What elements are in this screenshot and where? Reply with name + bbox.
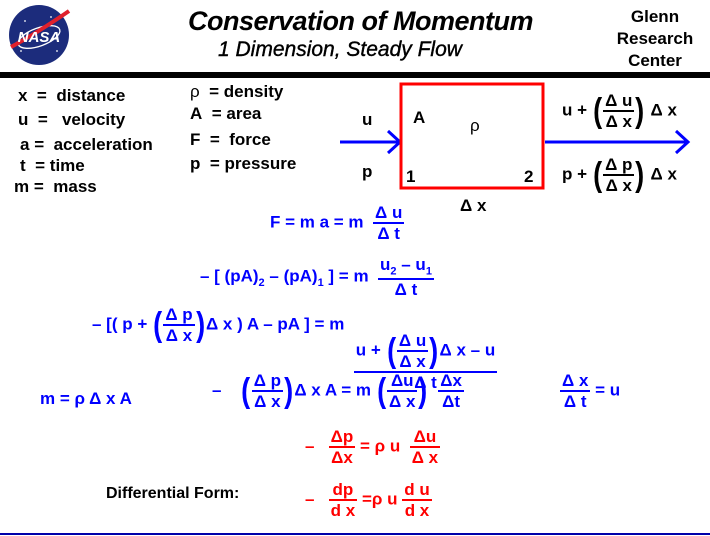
page-subtitle: 1 Dimension, Steady Flow	[218, 38, 462, 61]
header-divider	[0, 72, 710, 78]
legend-item-t: t = time	[20, 156, 85, 175]
legend-item-m: m = mass	[14, 177, 97, 196]
org-line-3: Center	[628, 51, 682, 70]
nasa-logo: NASA	[7, 3, 71, 67]
outflow-arrowhead-icon	[674, 129, 691, 155]
box-length-label: Δ x	[460, 196, 487, 215]
legend-item-F: F = force	[190, 130, 271, 149]
inflow-velocity: u	[362, 110, 373, 129]
legend-item-p: p = pressure	[190, 154, 297, 173]
footer-divider	[0, 533, 710, 535]
box-density-label: ρ	[470, 116, 480, 135]
equation-mass: m = ρ Δ x A	[40, 389, 132, 408]
control-volume-box	[399, 82, 545, 190]
legend-item-A: A = area	[190, 104, 262, 123]
org-line-1: Glenn	[630, 7, 680, 26]
inflow-pressure: p	[362, 162, 373, 181]
box-area-label: A	[413, 108, 426, 127]
legend-item-a: a = acceleration	[20, 135, 153, 154]
nasa-meatball-icon: NASA	[9, 5, 71, 65]
org-name: Glenn Research Center	[612, 6, 698, 72]
station-2-label: 2	[524, 167, 534, 186]
legend-item-x: x = distance	[18, 86, 126, 105]
org-line-2: Research	[616, 29, 694, 48]
svg-text:NASA: NASA	[18, 29, 61, 46]
page-title: Conservation of Momentum	[188, 6, 534, 36]
station-1-label: 1	[406, 167, 416, 186]
legend-item-u: u = velocity	[18, 110, 126, 129]
differential-form-label: Differential Form:	[106, 485, 240, 502]
legend-item-rho: ρ = density	[190, 82, 284, 101]
